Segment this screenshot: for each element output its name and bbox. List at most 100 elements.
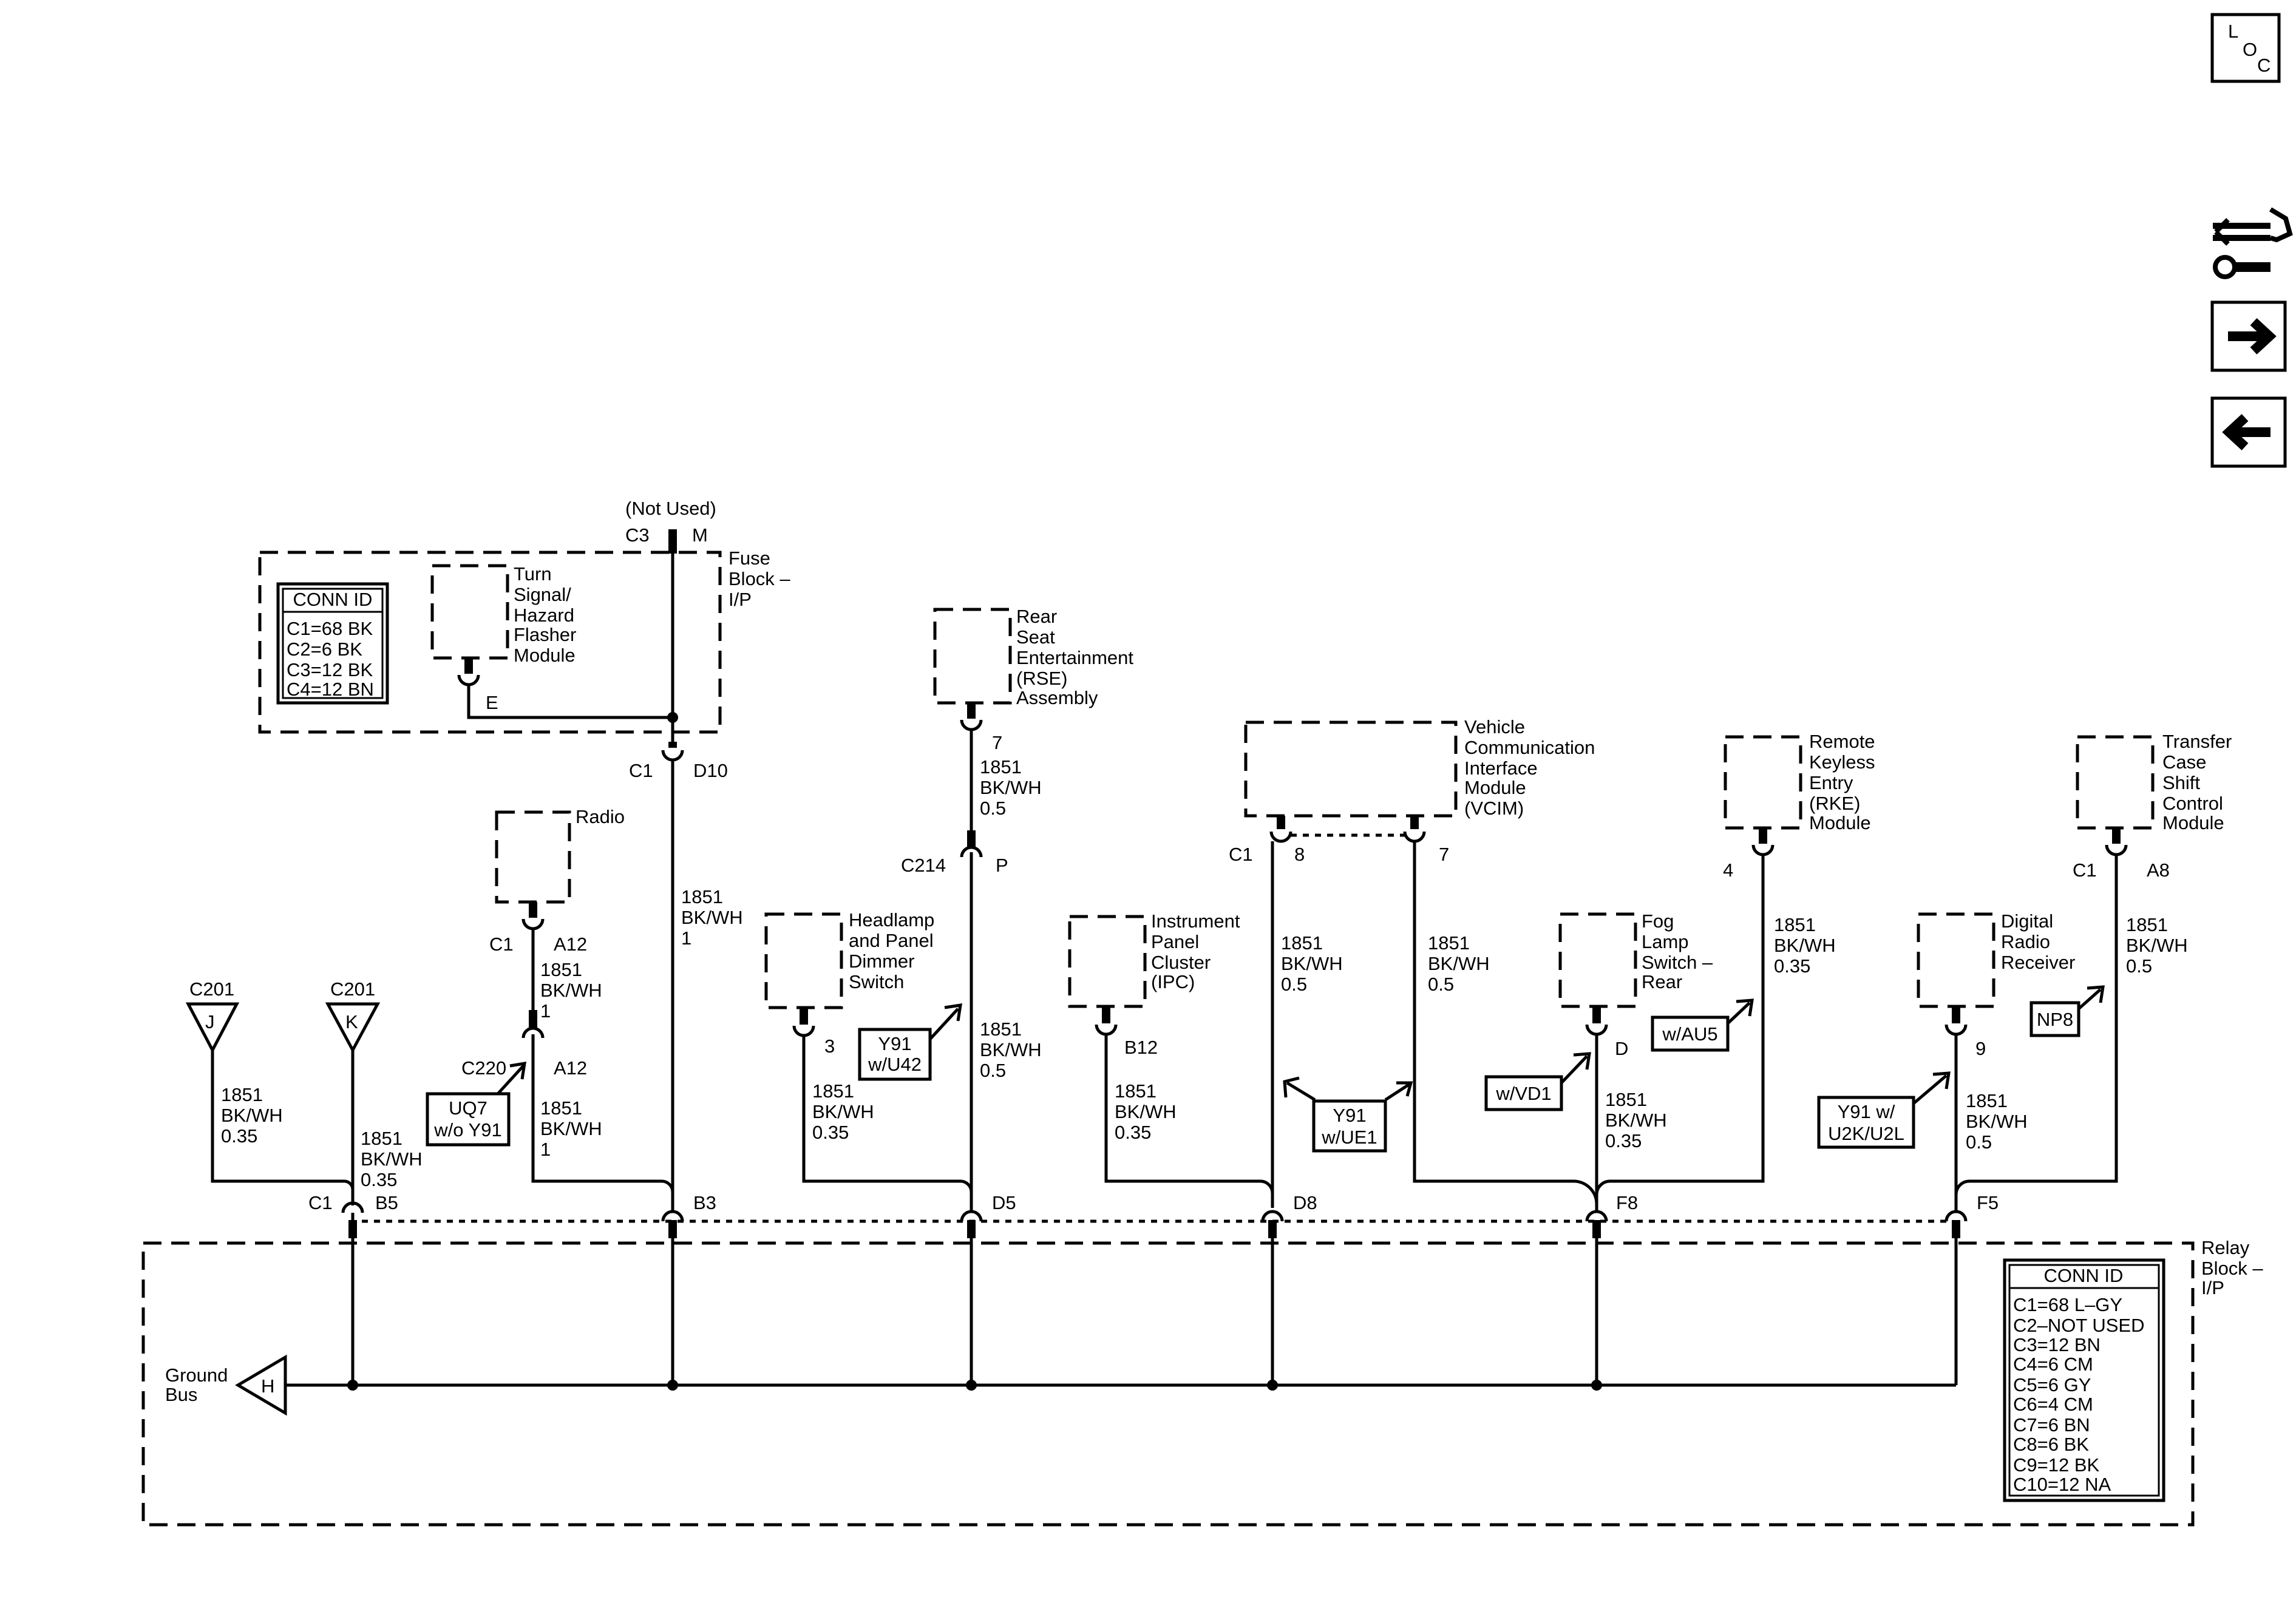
svg-text:3: 3 [824, 1036, 835, 1057]
ground-bus: H Ground Bus [165, 1354, 1956, 1416]
svg-text:0.5: 0.5 [980, 798, 1006, 819]
transfer-case-shift-control-module: Transfer Case Shift Control Module C1 A8… [1969, 731, 2232, 1183]
svg-text:D10: D10 [693, 760, 728, 781]
svg-text:Hazard: Hazard [514, 605, 574, 626]
svg-text:BK/WH: BK/WH [1605, 1110, 1667, 1131]
svg-text:BK/WH: BK/WH [1281, 953, 1343, 974]
svg-text:1: 1 [540, 1000, 551, 1022]
svg-text:Lamp: Lamp [1642, 931, 1689, 952]
vehicle-communication-interface-module: Vehicle Communication Interface Module (… [1229, 716, 1595, 1208]
prev-arrow-icon[interactable] [2210, 396, 2287, 468]
svg-text:Rear: Rear [1016, 606, 1057, 627]
svg-text:1851: 1851 [540, 959, 582, 980]
radio: Radio C1 A12 1851 BK/WH 1 C220 A12 1851 … [426, 806, 662, 1183]
svg-text:L: L [2228, 21, 2238, 42]
svg-text:0.5: 0.5 [1281, 974, 1307, 995]
svg-text:7: 7 [1439, 844, 1449, 865]
svg-text:Interface: Interface [1464, 758, 1538, 779]
svg-text:0.35: 0.35 [812, 1122, 849, 1143]
svg-text:C3=12 BK: C3=12 BK [287, 659, 373, 680]
rear-seat-entertainment: Rear Seat Entertainment (RSE) Assembly 7… [858, 606, 1133, 1213]
fuse-conn-id-table: CONN ID C1=68 BK C2=6 BK C3=12 BK C4=12 … [276, 582, 389, 705]
svg-text:C214: C214 [901, 855, 946, 876]
svg-text:Signal/: Signal/ [514, 584, 571, 605]
svg-text:Y91: Y91 [878, 1033, 911, 1054]
fog-lamp-switch-rear: Fog Lamp Switch – Rear D 1851 BK/WH 0.35… [1484, 910, 1713, 1213]
svg-text:1851: 1851 [681, 886, 723, 907]
svg-text:1851: 1851 [221, 1084, 263, 1105]
svg-text:C201: C201 [330, 978, 375, 1000]
svg-text:C1: C1 [2073, 859, 2097, 881]
relay-pin-b5: C1 B5 [308, 1192, 398, 1244]
svg-text:0.35: 0.35 [1605, 1130, 1642, 1151]
svg-text:C7=6 BN: C7=6 BN [2013, 1414, 2090, 1436]
svg-text:C3: C3 [625, 524, 650, 546]
svg-text:P: P [996, 855, 1008, 876]
svg-text:BK/WH: BK/WH [1774, 935, 1836, 956]
svg-text:Relay: Relay [2201, 1237, 2250, 1258]
connector-wrench-icon[interactable] [2213, 207, 2293, 279]
svg-text:Entertainment: Entertainment [1016, 647, 1133, 668]
svg-text:1851: 1851 [1281, 932, 1323, 954]
svg-text:Fog: Fog [1642, 910, 1674, 932]
svg-text:Rear: Rear [1642, 971, 1682, 992]
svg-text:w/AU5: w/AU5 [1662, 1023, 1717, 1045]
svg-text:Cluster: Cluster [1151, 952, 1211, 973]
svg-text:C2–NOT USED: C2–NOT USED [2013, 1315, 2145, 1336]
svg-text:B5: B5 [375, 1192, 398, 1213]
svg-text:J: J [205, 1011, 215, 1032]
next-arrow-icon[interactable] [2210, 300, 2287, 372]
svg-text:Y91 w/: Y91 w/ [1838, 1101, 1895, 1122]
svg-text:Panel: Panel [1151, 931, 1199, 952]
svg-text:Receiver: Receiver [2001, 952, 2075, 973]
svg-text:C1: C1 [1229, 844, 1253, 865]
vcim-option-box: Y91 w/UE1 [1283, 1076, 1413, 1153]
svg-text:0.35: 0.35 [361, 1169, 397, 1190]
svg-text:Fuse: Fuse [729, 547, 770, 569]
radio-rx-option-box: Y91 w/ U2K/U2L [1817, 1071, 1951, 1149]
svg-text:K: K [345, 1011, 358, 1032]
relay-pin-f8: F8 [1585, 1192, 1638, 1238]
not-used-label: (Not Used) [625, 498, 716, 519]
svg-text:C1=68 BK: C1=68 BK [287, 618, 373, 639]
rse-option-box: Y91 w/U42 [858, 1003, 962, 1081]
svg-text:BK/WH: BK/WH [812, 1101, 874, 1122]
svg-text:C220: C220 [461, 1057, 506, 1079]
svg-text:NP8: NP8 [2037, 1009, 2073, 1030]
svg-text:Transfer: Transfer [2162, 731, 2232, 752]
svg-text:1851: 1851 [980, 1019, 1022, 1040]
svg-text:C1=68 L–GY: C1=68 L–GY [2013, 1294, 2122, 1315]
svg-text:A8: A8 [2147, 859, 2170, 881]
svg-text:Bus: Bus [165, 1384, 197, 1405]
svg-text:0.5: 0.5 [980, 1060, 1006, 1081]
svg-text:BK/WH: BK/WH [980, 1039, 1042, 1060]
svg-text:C3=12 BN: C3=12 BN [2013, 1334, 2101, 1355]
svg-text:Module: Module [1464, 777, 1526, 798]
svg-text:0.35: 0.35 [221, 1125, 257, 1147]
svg-text:C9=12 BK: C9=12 BK [2013, 1454, 2100, 1476]
svg-text:C1: C1 [629, 760, 653, 781]
svg-text:(RSE): (RSE) [1016, 668, 1067, 689]
svg-text:Control: Control [2162, 793, 2223, 814]
svg-text:D5: D5 [992, 1192, 1016, 1213]
svg-text:BK/WH: BK/WH [681, 907, 743, 928]
svg-text:B12: B12 [1124, 1037, 1158, 1058]
svg-text:w/VD1: w/VD1 [1495, 1083, 1551, 1104]
svg-text:Instrument: Instrument [1151, 910, 1240, 932]
svg-text:Dimmer: Dimmer [849, 951, 915, 972]
relay-block: Relay Block – I/P C1 B5 B3 D5 D8 [141, 1192, 2263, 1527]
svg-text:1851: 1851 [980, 756, 1022, 778]
rke-option-box: w/AU5 [1651, 998, 1754, 1052]
fuse-block: (Not Used) C3 M Fuse Block – I/P CONN ID… [258, 498, 790, 734]
headlamp-dimmer-switch: Headlamp and Panel Dimmer Switch 3 1851 … [764, 909, 960, 1183]
svg-text:C: C [2257, 55, 2271, 76]
svg-text:CONN ID: CONN ID [293, 589, 373, 610]
digital-radio-receiver: Digital Radio Receiver 9 1851 BK/WH 0.5 … [1817, 910, 2075, 1213]
main-wire: C1 D10 1851 BK/WH 1 [629, 529, 743, 1213]
loc-icon[interactable]: L O C [2210, 13, 2281, 83]
turn-signal-flasher-module: Turn Signal/ Hazard Flasher Module E [430, 563, 673, 719]
svg-text:Module: Module [514, 645, 576, 666]
svg-text:1851: 1851 [1428, 932, 1470, 954]
svg-text:Y91: Y91 [1333, 1105, 1366, 1126]
